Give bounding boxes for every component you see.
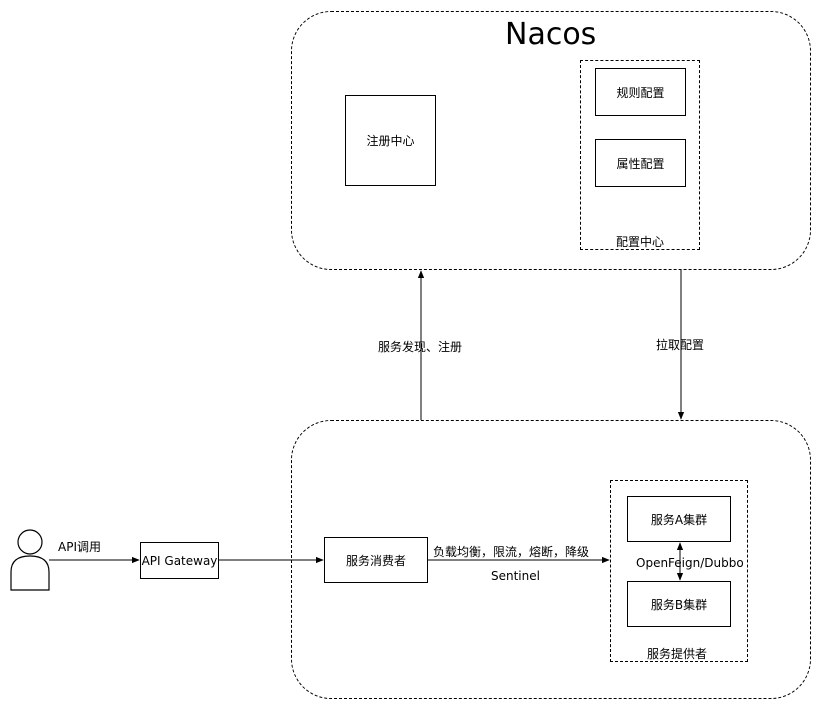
nacos-container: [291, 11, 811, 270]
pull-config-label: 拉取配置: [656, 338, 705, 352]
service-consumer-label: 服务消费者: [345, 553, 406, 568]
service-provider-label: 服务提供者: [647, 647, 708, 661]
api-call-label: API调用: [58, 540, 101, 554]
cluster-a-label: 服务A集群: [650, 512, 708, 527]
user-icon: [10, 529, 50, 591]
cluster-a-box[interactable]: 服务A集群: [627, 496, 731, 542]
config-center-group: [580, 60, 700, 250]
service-provider-group: [610, 480, 748, 662]
registry-center-label: 注册中心: [366, 134, 415, 148]
cluster-b-label: 服务B集群: [650, 597, 708, 612]
sentinel-label: Sentinel: [491, 569, 540, 583]
property-config-box[interactable]: 属性配置: [595, 139, 686, 187]
api-gateway-label: API Gateway: [141, 553, 218, 568]
service-consumer-box[interactable]: 服务消费者: [324, 537, 428, 583]
cluster-b-box[interactable]: 服务B集群: [627, 581, 731, 627]
config-center-label: 配置中心: [616, 235, 665, 249]
discovery-label: 服务发现、注册: [378, 340, 463, 354]
api-gateway-box[interactable]: API Gateway: [140, 542, 219, 579]
property-config-label: 属性配置: [616, 156, 665, 171]
rule-config-label: 规则配置: [616, 85, 665, 100]
nacos-title: Nacos: [505, 17, 597, 52]
registry-center-box[interactable]: 注册中心: [345, 95, 436, 186]
rule-config-box[interactable]: 规则配置: [595, 68, 686, 116]
rpc-label: OpenFeign/Dubbo: [636, 556, 744, 570]
load-balance-label: 负载均衡，限流，熔断，降级: [433, 545, 590, 559]
